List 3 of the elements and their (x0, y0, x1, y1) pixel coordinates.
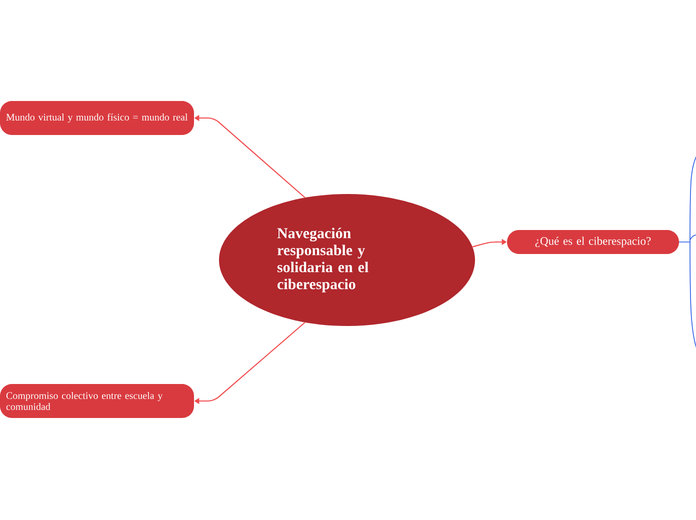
topic-box: Compromiso colectivo entre escuela y comunidad (0, 384, 194, 418)
topic-box: Mundo virtual y mundo físico = mundo real (0, 101, 194, 135)
topic-box: ¿Qué es el ciberespacio? (507, 230, 679, 254)
